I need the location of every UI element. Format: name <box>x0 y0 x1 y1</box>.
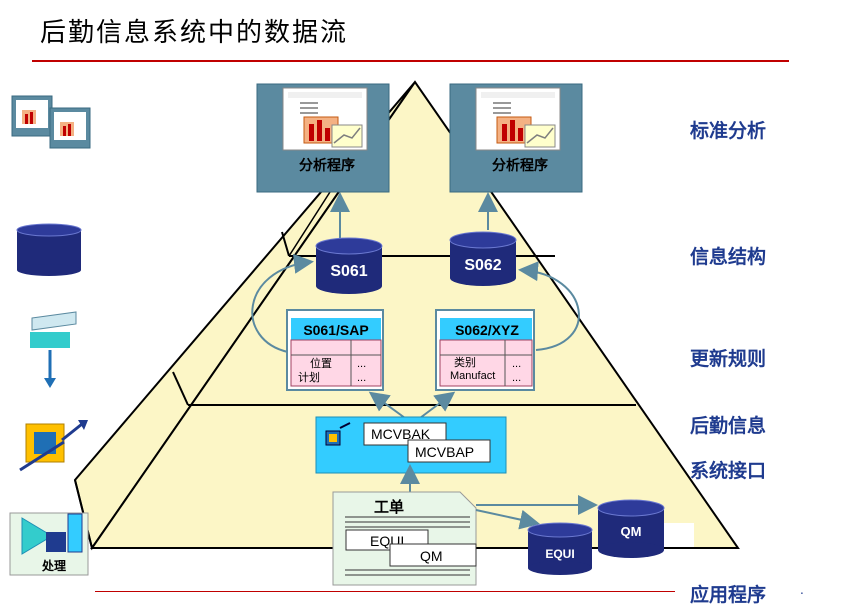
rule-sap-title: S061/SAP <box>303 322 368 338</box>
layer-label-standard-analysis: 标准分析 <box>690 120 767 142</box>
info-structure-s061[interactable]: S061 <box>315 237 383 294</box>
interface-doc2: MCVBAP <box>415 444 474 460</box>
info-structure-s062[interactable]: S062 <box>449 231 517 286</box>
system-interface-box[interactable]: MCVBAK MCVBAP <box>315 416 507 474</box>
rule-sap-dots1: ... <box>357 358 366 370</box>
layer-label-system-interface: 系统接口 <box>690 460 767 482</box>
database-icon <box>16 223 82 276</box>
pyramid <box>73 80 740 551</box>
analysis-label-right: 分析程序 <box>492 157 548 174</box>
arrow-icon <box>419 391 456 419</box>
update-rule-xyz[interactable]: S062/XYZ 类别 Manufact ... ... <box>435 309 535 391</box>
interface-icon <box>325 422 351 446</box>
update-rule-sap[interactable]: S061/SAP 位置 计划 ... ... <box>286 309 384 391</box>
analysis-box-left[interactable]: 分析程序 <box>256 83 390 193</box>
rule-xyz-row1: 类别 <box>454 355 476 369</box>
report-icon <box>11 95 91 149</box>
analysis-label-left: 分析程序 <box>299 157 355 174</box>
interface-icon <box>19 420 88 472</box>
page-title: 后勤信息系统中的数据流 <box>40 18 349 48</box>
database-qm[interactable]: QM <box>597 499 665 558</box>
layer-label-logistics-info: 后勤信息 <box>690 415 767 437</box>
work-order-field2: QM <box>420 548 443 564</box>
process-icon: 处理 <box>9 512 89 576</box>
footer-divider <box>95 591 675 592</box>
process-label: 处理 <box>41 558 66 573</box>
layer-label-info-structure: 信息结构 <box>690 246 767 268</box>
s062-label: S062 <box>464 257 501 274</box>
layer-label-update-rules: 更新规则 <box>690 348 767 370</box>
db-equi-label: EQUI <box>545 547 574 561</box>
arrow-icon <box>475 509 540 530</box>
rule-sap-dots2: ... <box>357 372 366 384</box>
analysis-box-right[interactable]: 分析程序 <box>449 83 583 193</box>
report-icon <box>475 87 561 151</box>
trailing-dot: . <box>800 583 804 597</box>
rule-sap-row2: 计划 <box>298 371 320 384</box>
work-order-title: 工单 <box>374 498 404 516</box>
s061-label: S061 <box>330 263 367 280</box>
arrow-icon <box>251 253 314 353</box>
interface-doc1: MCVBAK <box>371 426 431 442</box>
rule-sap-row1: 位置 <box>310 356 332 370</box>
rule-xyz-title: S062/XYZ <box>455 322 519 338</box>
arrow-icon <box>518 261 580 351</box>
title-divider <box>32 60 789 62</box>
rule-xyz-dots2: ... <box>512 372 521 384</box>
conveyor-icon <box>30 311 77 388</box>
db-qm-label: QM <box>621 524 642 539</box>
report-icon <box>282 87 368 151</box>
arrow-icon <box>368 391 406 419</box>
rule-xyz-row2: Manufact <box>450 370 495 382</box>
work-order-form[interactable]: 工单 EQUI QM <box>332 491 477 586</box>
database-equi[interactable]: EQUI <box>527 522 593 575</box>
layer-label-application: 应用程序 <box>690 584 767 606</box>
rule-xyz-dots1: ... <box>512 358 521 370</box>
